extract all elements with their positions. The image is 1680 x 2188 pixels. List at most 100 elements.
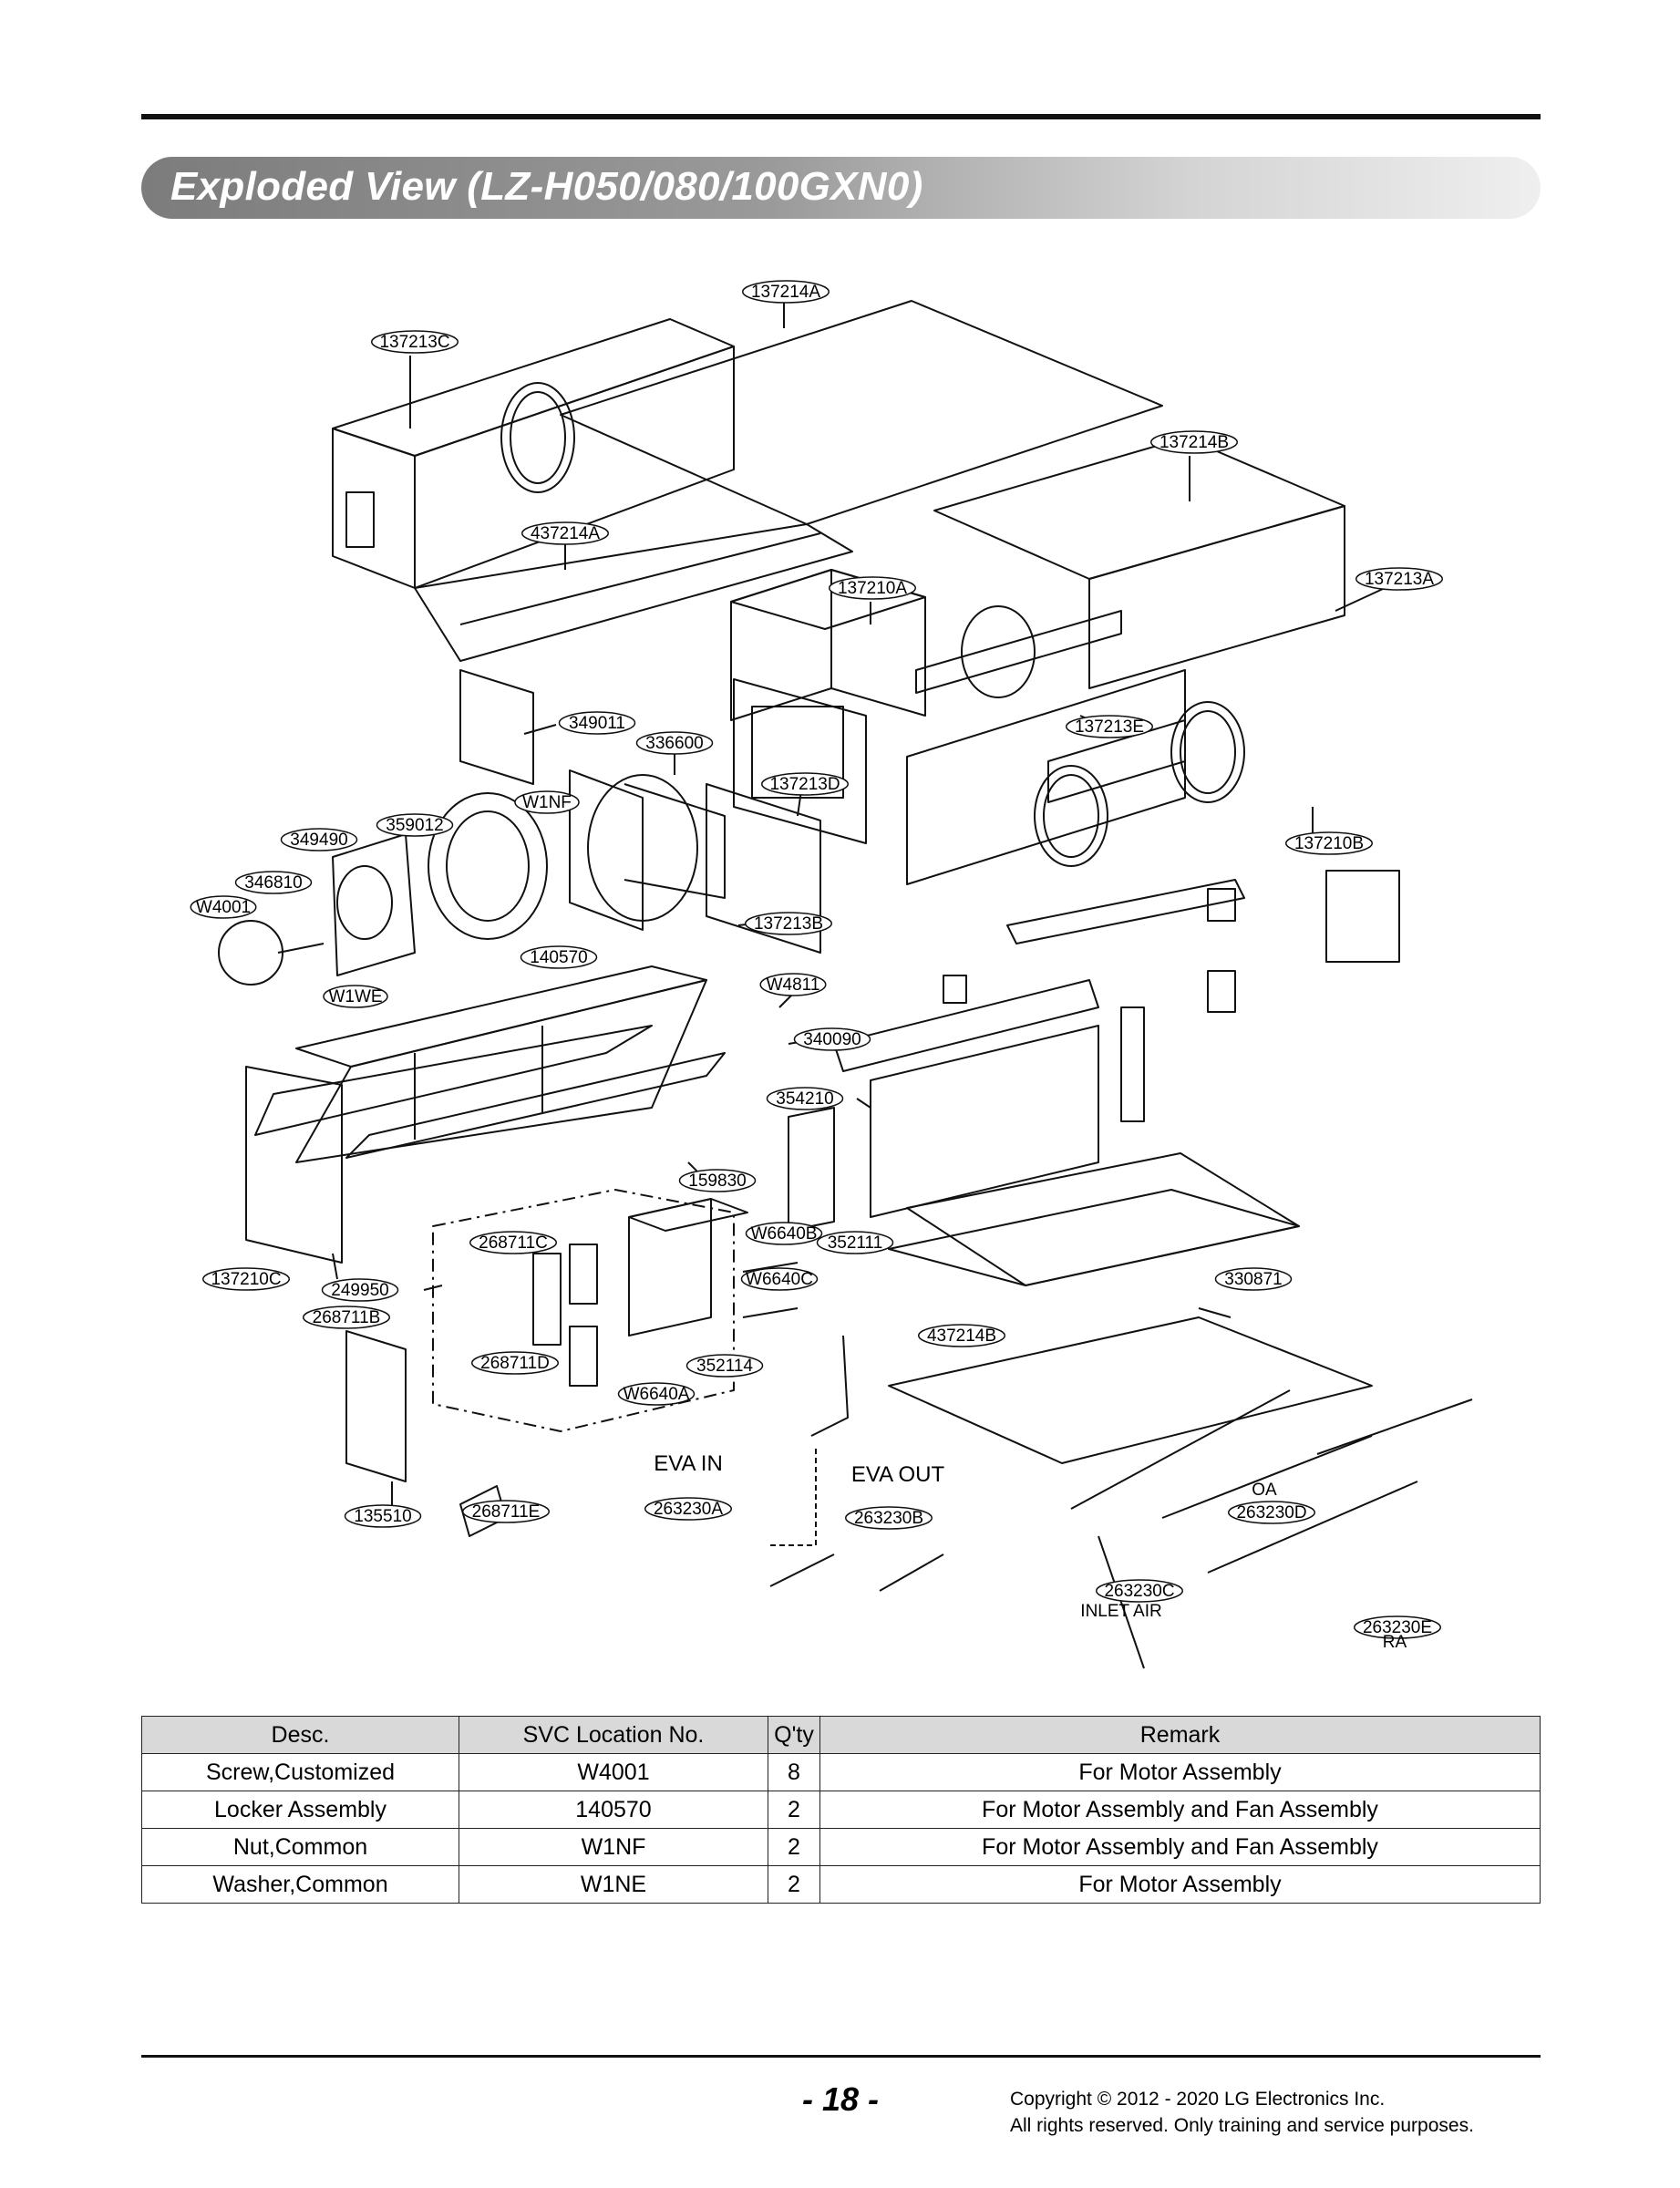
table-cell: W4001: [459, 1753, 768, 1791]
part-callout-137213c: 137213C: [371, 330, 459, 354]
callout-label: 263230D: [1236, 1503, 1306, 1522]
part-callout-w4811: W4811: [759, 973, 827, 996]
parts-table: Desc. SVC Location No. Q'ty Remark Screw…: [141, 1716, 1541, 1904]
part-callout-354210: 354210: [766, 1087, 844, 1110]
table-cell: Washer,Common: [141, 1865, 459, 1904]
diagram-text-label: RA: [1383, 1633, 1407, 1652]
table-cell: For Motor Assembly: [819, 1865, 1541, 1904]
part-callout-340090: 340090: [793, 1027, 871, 1051]
table-cell: Locker Assembly: [141, 1791, 459, 1829]
callout-label: W4001: [196, 898, 251, 917]
part-callout-330871: 330871: [1214, 1267, 1293, 1291]
callout-label: 159830: [688, 1171, 746, 1191]
diagram-text-label: OA: [1252, 1481, 1277, 1500]
part-callout-137214a: 137214A: [742, 280, 830, 304]
page-number: - 18 -: [802, 2080, 880, 2118]
callout-label: 249950: [331, 1281, 388, 1300]
callout-label: 330871: [1224, 1270, 1282, 1289]
table-cell: 8: [768, 1753, 820, 1791]
table-cell: W1NF: [459, 1828, 768, 1866]
part-callout-263230e: 263230E: [1354, 1615, 1441, 1639]
copyright-notice: Copyright © 2012 - 2020 LG Electronics I…: [1010, 2086, 1474, 2139]
part-callout-268711d: 268711D: [471, 1351, 559, 1375]
callout-label: W6640C: [746, 1270, 813, 1289]
callout-label: 137210C: [211, 1270, 281, 1289]
exploded-view-diagram: 137214A 137213C 137214B 437214A 137210A 13721…: [141, 260, 1541, 1682]
part-callout-336600: 336600: [635, 731, 714, 755]
callout-label: 137210A: [838, 579, 907, 598]
part-callout-137213d: 137213D: [761, 772, 849, 796]
part-callout-137213a: 137213A: [1355, 567, 1443, 591]
copyright-line: Copyright © 2012 - 2020 LG Electronics I…: [1010, 2089, 1386, 2110]
part-callout-249950: 249950: [321, 1278, 399, 1302]
part-callout-349490: 349490: [280, 828, 358, 851]
part-callout-263230b: 263230B: [845, 1506, 933, 1530]
table-cell: For Motor Assembly and Fan Assembly: [819, 1828, 1541, 1866]
table-cell: W1NE: [459, 1865, 768, 1904]
table-cell: 2: [768, 1828, 820, 1866]
part-callout-137214b: 137214B: [1150, 430, 1238, 454]
callout-label: 263230A: [654, 1500, 723, 1519]
table-row: Washer,Common W1NE 2 For Motor Assembly: [141, 1865, 1541, 1904]
callout-label: 263230B: [854, 1509, 923, 1528]
part-callout-263230c: 263230C: [1096, 1579, 1183, 1603]
callout-label: 346810: [244, 873, 302, 893]
callout-label: 137214A: [751, 283, 820, 302]
diagram-text-label: EVA IN: [654, 1451, 723, 1476]
part-callout-263230a: 263230A: [644, 1497, 732, 1521]
bottom-rule: [141, 2055, 1541, 2058]
part-callout-w6640b: W6640B: [745, 1222, 823, 1245]
part-callout-359012: 359012: [376, 813, 454, 837]
part-callout-437214b: 437214B: [918, 1324, 1005, 1347]
part-callout-159830: 159830: [678, 1169, 757, 1192]
part-callout-137210c: 137210C: [202, 1267, 290, 1291]
callout-label: 268711C: [479, 1233, 548, 1253]
table-cell: 2: [768, 1791, 820, 1829]
table-header-row: Desc. SVC Location No. Q'ty Remark: [141, 1716, 1541, 1754]
table-cell: For Motor Assembly and Fan Assembly: [819, 1791, 1541, 1829]
callout-label: 336600: [645, 734, 703, 753]
callout-label: 140570: [530, 948, 587, 967]
part-callout-w6640a: W6640A: [617, 1382, 696, 1406]
part-callout-346810: 346810: [234, 871, 313, 894]
callout-label: 437214B: [927, 1326, 996, 1346]
rights-line: All rights reserved. Only training and s…: [1010, 2115, 1474, 2136]
callout-label: W1NF: [522, 793, 572, 812]
part-callout-352114: 352114: [685, 1354, 764, 1378]
diagram-text-label: EVA OUT: [851, 1462, 945, 1487]
part-callout-140570: 140570: [520, 945, 598, 969]
callout-label: 137210B: [1294, 834, 1364, 853]
callout-label: 137213E: [1075, 717, 1144, 737]
part-callout-352111: 352111: [816, 1231, 894, 1254]
callout-label: 135510: [354, 1507, 411, 1526]
table-cell: 140570: [459, 1791, 768, 1829]
page-title: Exploded View (LZ-H050/080/100GXN0): [170, 164, 923, 209]
table-cell: 2: [768, 1865, 820, 1904]
part-callout-137213b: 137213B: [745, 912, 832, 935]
section-title-bar: Exploded View (LZ-H050/080/100GXN0): [141, 157, 1541, 219]
table-row: Locker Assembly 140570 2 For Motor Assem…: [141, 1791, 1541, 1829]
callout-label: 263230E: [1363, 1618, 1432, 1637]
callout-label: 137213B: [754, 914, 823, 934]
callout-label: 340090: [803, 1030, 861, 1049]
callout-label: 354210: [776, 1089, 833, 1109]
column-header: Desc.: [141, 1716, 459, 1754]
column-header: Q'ty: [768, 1716, 820, 1754]
part-callout-437214a: 437214A: [521, 521, 609, 545]
callout-label: 268711D: [480, 1354, 550, 1373]
callout-label: 268711E: [472, 1502, 541, 1522]
part-callout-w1we: W1WE: [323, 985, 388, 1008]
part-callout-268711b: 268711B: [303, 1306, 390, 1329]
diagram-text-label: INLET AIR: [1080, 1602, 1161, 1621]
callout-label: 137213A: [1365, 570, 1434, 589]
table-cell: Nut,Common: [141, 1828, 459, 1866]
callout-label: 352111: [828, 1233, 883, 1253]
top-rule: [141, 114, 1541, 119]
part-callout-w1nf: W1NF: [514, 790, 580, 814]
callout-label: 268711B: [313, 1308, 381, 1327]
callout-label: 437214A: [531, 524, 600, 543]
part-callout-w4001: W4001: [190, 895, 257, 919]
part-callout-137213e: 137213E: [1066, 715, 1153, 738]
callout-label: 137214B: [1160, 433, 1229, 452]
part-callout-268711c: 268711C: [469, 1231, 557, 1254]
